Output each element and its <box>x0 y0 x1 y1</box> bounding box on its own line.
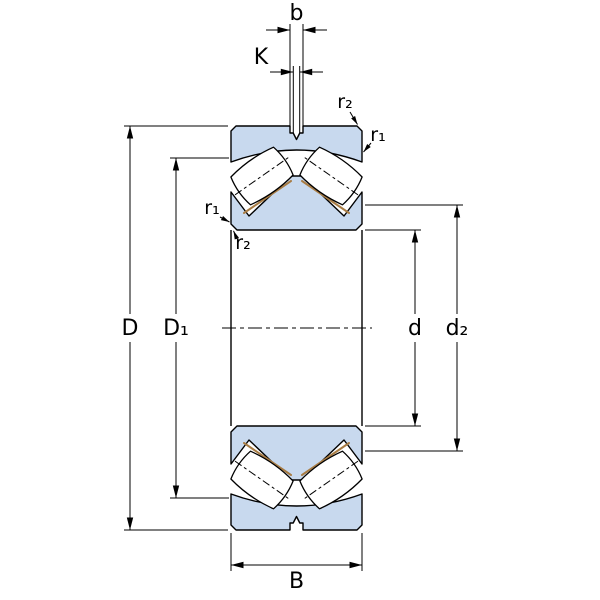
label-r1-left: r₁ <box>204 197 219 219</box>
dim-d2: d₂ <box>365 204 469 452</box>
dim-b: b <box>266 1 327 126</box>
leader-r2-top <box>349 111 358 125</box>
cage-bar-right <box>301 180 350 214</box>
label-D1: D₁ <box>163 316 189 341</box>
roller-axis-right <box>303 156 359 196</box>
leader-r2-left <box>233 230 239 240</box>
label-r2-left: r₂ <box>235 232 250 254</box>
leader-r1-left <box>219 216 230 223</box>
dim-K: K <box>254 45 323 133</box>
chamfer-labels: r₂ r₁ r₁ r₂ <box>204 91 385 254</box>
label-r1-right: r₁ <box>370 124 385 146</box>
label-b: b <box>290 1 304 26</box>
bearing-lower-half <box>229 425 364 531</box>
roller-axis-left <box>234 156 290 196</box>
label-B: B <box>289 569 304 594</box>
label-d2: d₂ <box>446 316 469 341</box>
roller-left <box>230 146 294 206</box>
roller-right <box>299 146 363 206</box>
leader-r1-right <box>363 142 372 153</box>
dim-B: B <box>230 533 363 594</box>
label-K: K <box>254 45 269 70</box>
bearing-upper-half <box>230 125 363 231</box>
label-d: d <box>408 316 422 341</box>
dim-D: D <box>122 125 228 531</box>
label-D: D <box>122 316 139 341</box>
dim-d: d <box>365 229 422 427</box>
dim-D1: D₁ <box>163 157 229 499</box>
cage-bar-left <box>243 180 292 214</box>
outer-ring-section <box>230 125 363 163</box>
label-r2-top: r₂ <box>337 91 352 113</box>
